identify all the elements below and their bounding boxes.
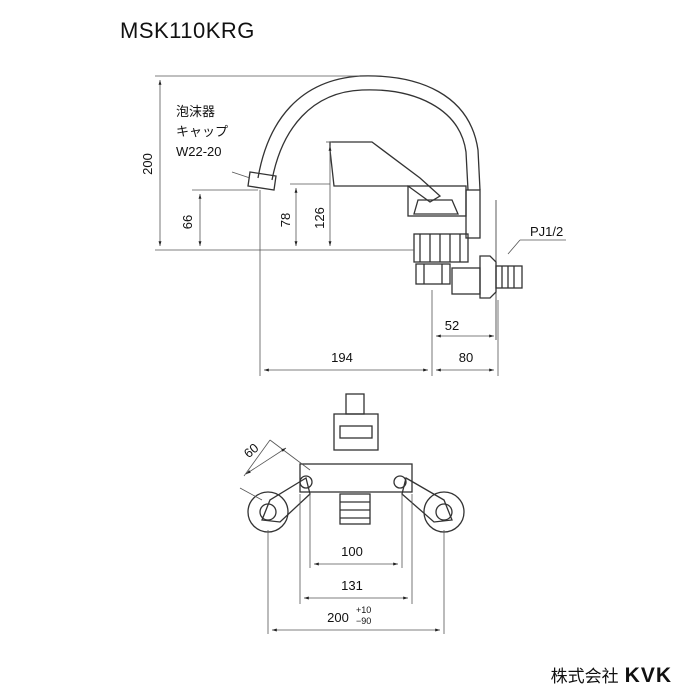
right-arm: [401, 477, 453, 523]
side-dimensions: [155, 75, 566, 376]
front-body: [299, 463, 413, 493]
dim-200-height: 200: [140, 153, 155, 175]
dim-200-width: 200: [327, 610, 349, 625]
dim-131: 131: [341, 578, 363, 593]
front-cartridge: [339, 493, 371, 525]
dim-52: 52: [445, 318, 459, 333]
pipe-thread: [495, 265, 523, 289]
spout-outer: [257, 75, 481, 191]
lever-handle: [329, 141, 442, 203]
side-view: [247, 75, 523, 340]
kvk-logo: KVK: [624, 664, 672, 687]
eccentric-fitting: [451, 267, 481, 295]
right-eccentric: [423, 491, 465, 533]
spout-inner: [271, 89, 469, 191]
tolerance-minus: −90: [356, 616, 371, 626]
spout-riser: [465, 189, 481, 239]
dim-60: 60: [241, 440, 262, 461]
body-lower: [413, 233, 469, 263]
note-line1: 泡沫器: [176, 104, 215, 119]
front-view: [247, 393, 465, 533]
dim-100: 100: [341, 544, 363, 559]
dim-126: 126: [312, 207, 327, 229]
valve-body: [407, 185, 467, 217]
front-dimensions: [239, 439, 445, 634]
aerator: [247, 171, 277, 191]
dim-80: 80: [459, 350, 473, 365]
dim-78: 78: [278, 213, 293, 227]
tolerance-plus: +10: [356, 605, 371, 615]
pipe-label: PJ1/2: [530, 224, 563, 239]
note-line2: キャップ: [176, 124, 228, 139]
left-arm: [261, 476, 311, 523]
nut: [415, 263, 451, 285]
front-lever: [345, 393, 365, 415]
company-name: 株式会社: [550, 667, 619, 687]
model-title: MSK110KRG: [120, 18, 255, 43]
dim-194: 194: [331, 350, 353, 365]
note-line3: W22-20: [176, 144, 222, 159]
left-eccentric: [247, 491, 289, 533]
brand: 株式会社 KVK: [551, 662, 672, 688]
dim-66: 66: [180, 215, 195, 229]
